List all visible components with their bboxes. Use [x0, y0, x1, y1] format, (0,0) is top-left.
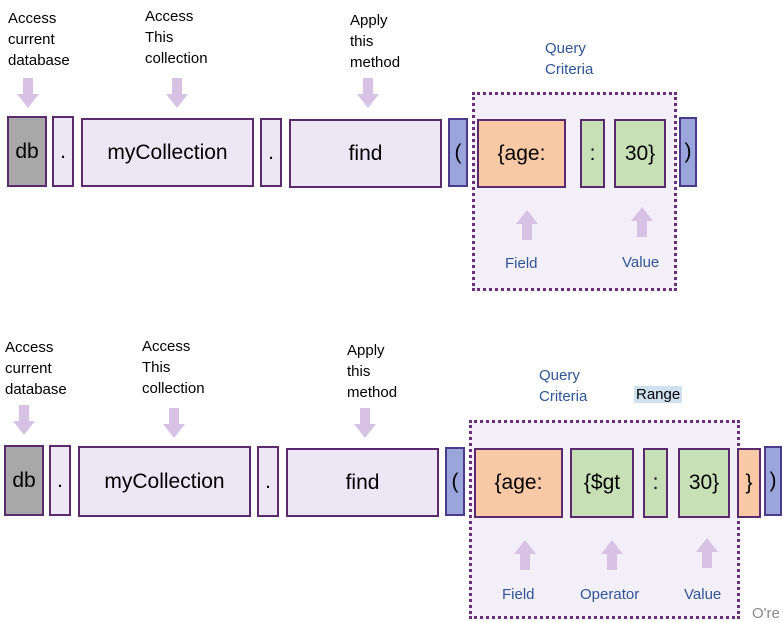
- value-token: 30}: [678, 448, 730, 518]
- collection-token: myCollection: [78, 446, 251, 517]
- down-arrow-icon: [354, 408, 376, 438]
- open-paren-token: (: [448, 118, 468, 187]
- value-note: Value: [684, 586, 722, 603]
- up-arrow-icon: [516, 210, 538, 240]
- db-token: db: [7, 116, 47, 187]
- up-arrow-icon: [601, 540, 623, 570]
- close-brace-token: }: [737, 448, 761, 518]
- dot-token: .: [49, 445, 71, 516]
- db-token: db: [4, 445, 44, 516]
- field-token: {age:: [477, 119, 566, 188]
- field-token: {age:: [474, 448, 563, 518]
- dot-token: .: [257, 446, 279, 517]
- db-note: Access current database: [8, 10, 70, 69]
- down-arrow-icon: [357, 78, 379, 108]
- colon-token: :: [643, 448, 668, 518]
- criteria-note: Query Criteria: [539, 367, 588, 405]
- method-token: find: [286, 448, 439, 517]
- field-note: Field: [505, 255, 538, 272]
- open-paren-token: (: [445, 447, 465, 516]
- down-arrow-icon: [163, 408, 185, 438]
- up-arrow-icon: [514, 540, 536, 570]
- operator-note: Operator: [580, 586, 640, 603]
- down-arrow-icon: [13, 405, 35, 435]
- dot-token: .: [260, 118, 282, 187]
- dot-token: .: [52, 116, 74, 187]
- value-note: Value: [622, 254, 660, 271]
- up-arrow-icon: [631, 207, 653, 237]
- colon-token: :: [580, 119, 605, 188]
- collection-note: Access This collection: [145, 8, 208, 67]
- criteria-note: Query Criteria: [545, 40, 594, 78]
- range-note: Range: [634, 386, 683, 403]
- method-token: find: [289, 119, 442, 188]
- up-arrow-icon: [696, 538, 718, 568]
- method-note: Apply this method: [350, 12, 401, 71]
- close-paren-token: ): [679, 117, 697, 187]
- close-paren-token: ): [764, 446, 782, 516]
- db-note: Access current database: [5, 339, 67, 398]
- collection-note: Access This collection: [142, 338, 205, 397]
- collection-token: myCollection: [81, 118, 254, 187]
- down-arrow-icon: [166, 78, 188, 108]
- value-token: 30}: [614, 119, 666, 188]
- down-arrow-icon: [17, 78, 39, 108]
- operator-token: {$gt: [570, 448, 634, 518]
- field-note: Field: [502, 586, 535, 603]
- method-note: Apply this method: [347, 342, 398, 401]
- corner-watermark: O're: [752, 605, 780, 622]
